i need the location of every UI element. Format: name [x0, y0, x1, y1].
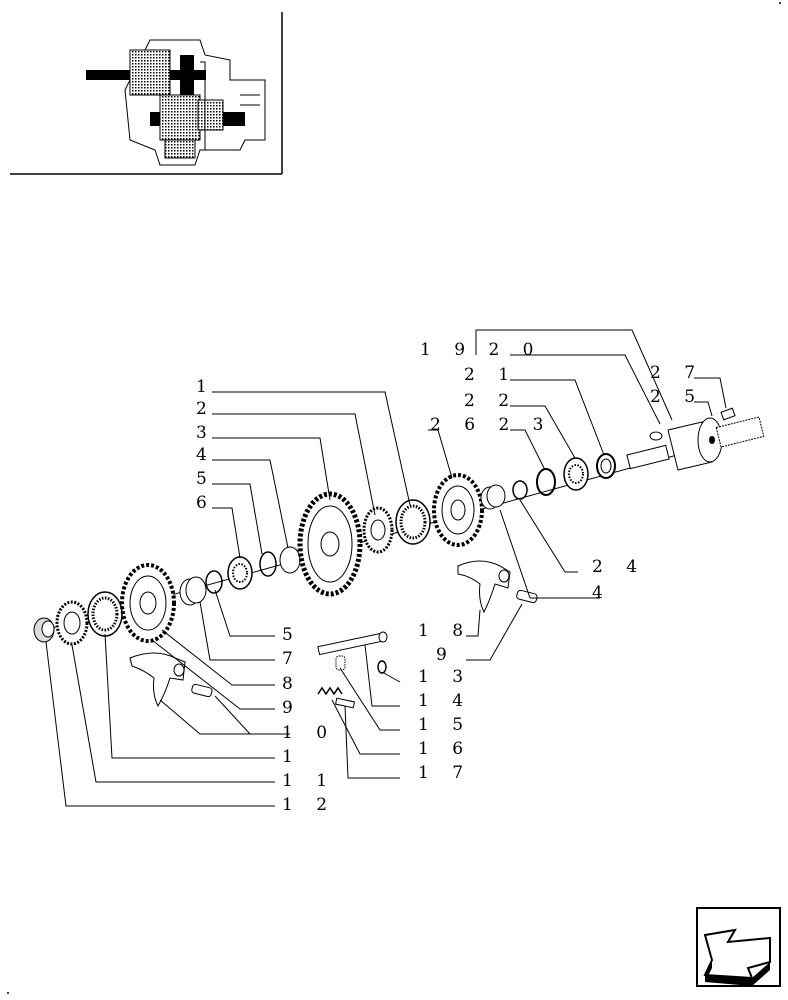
- part-14-selector-rod: [317, 631, 388, 656]
- callout-label: 9: [436, 645, 456, 665]
- callout-label: 4: [196, 445, 216, 465]
- callout-label: 7: [282, 649, 302, 669]
- part-21-ring: [596, 453, 616, 479]
- part-1-needle-bearing-left: [87, 591, 123, 637]
- speck-bottom: [7, 992, 9, 994]
- callout-label: 2 7: [650, 363, 704, 383]
- callout-label: 5: [196, 469, 216, 489]
- callout-label: 2 2: [464, 391, 518, 411]
- part-11-small-gear: [55, 600, 89, 646]
- part-27-bolt: [720, 407, 736, 421]
- part-12-bushing: [33, 617, 55, 643]
- part-23-ring: [536, 468, 556, 496]
- part-10-shift-fork-left: [129, 652, 186, 708]
- part-2-small-gear: [362, 506, 394, 554]
- part-9-pin-right: [516, 589, 538, 604]
- part-4-sleeve-right: [480, 484, 506, 510]
- part-6-ball-bearing-left: [227, 556, 253, 590]
- callout-label: 2 5: [650, 387, 704, 407]
- callout-label: 3: [196, 423, 216, 443]
- part-26-gear-right: [432, 473, 484, 547]
- part-7-sleeve: [179, 576, 207, 606]
- part-22-ball-bearing: [563, 457, 589, 491]
- speck-top: [779, 2, 781, 4]
- callout-label: 1 4: [418, 691, 472, 711]
- callout-label: 1 7: [418, 763, 472, 783]
- callout-label: 8: [282, 674, 302, 694]
- part-16-spring: [317, 686, 343, 696]
- gearbox-thumbnail: [86, 39, 266, 166]
- part-17-detent-ball: [334, 697, 356, 709]
- callout-label: 1 5: [418, 715, 472, 735]
- callout-label: 2 1: [464, 365, 518, 385]
- part-3-main-gear: [297, 491, 363, 597]
- callout-labels: 1 2 3 4 5 6 1 9 2 0 2 1 2 2 2 6 2 3 2 7 …: [196, 340, 704, 815]
- callout-label: 1 0: [282, 723, 336, 743]
- part-13-o-ring: [377, 660, 387, 674]
- callout-label: 1 2: [282, 795, 336, 815]
- callout-label: 6: [196, 493, 216, 513]
- part-1-needle-bearing-center: [395, 499, 431, 545]
- part-18-shift-fork-right: [457, 560, 511, 614]
- leader-lines: [45, 329, 727, 807]
- callout-label: 9: [282, 698, 302, 718]
- callout-label: 4: [592, 583, 612, 603]
- callout-label: 2 6 2 3: [430, 415, 552, 435]
- callout-label: 5: [282, 625, 302, 645]
- part-24-snap-ring: [512, 480, 528, 500]
- callout-label: 1: [196, 377, 216, 397]
- callout-label: 1 6: [418, 739, 472, 759]
- part-19-output-shaft: [626, 416, 765, 471]
- callout-label: 1 8: [418, 621, 472, 641]
- callout-label: 1: [282, 747, 302, 767]
- callout-label: 1 1: [282, 771, 336, 791]
- part-5-snap-ring-left: [205, 570, 223, 594]
- part-4-sleeve-center: [279, 546, 301, 574]
- thumbnail-frame: [10, 12, 283, 175]
- callout-label: 2: [196, 399, 216, 419]
- callout-label: 1 3: [418, 667, 472, 687]
- callout-label: 1 9 2 0: [420, 340, 542, 360]
- part-15-pin: [335, 655, 346, 671]
- part-5-snap-ring-center: [259, 551, 277, 577]
- part-9-pin-left: [191, 683, 213, 698]
- callout-label: 2 4: [592, 557, 646, 577]
- navigation-arrow-icon[interactable]: [696, 907, 781, 987]
- part-8-large-gear-left: [120, 563, 176, 643]
